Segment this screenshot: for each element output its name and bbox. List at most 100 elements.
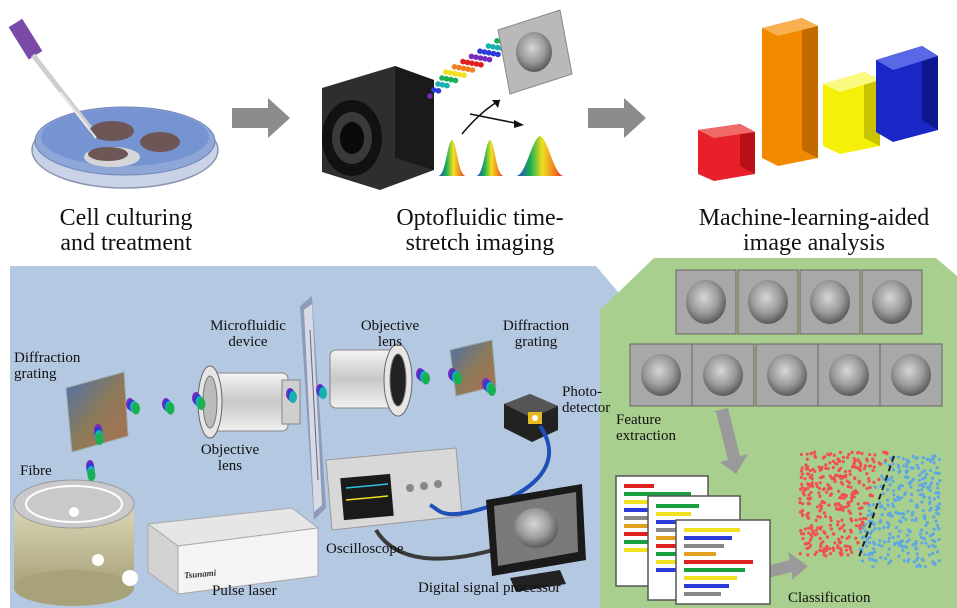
scatter-point-class-a <box>825 535 830 539</box>
scatter-point-class-a <box>838 540 843 544</box>
scatter-point-class-a <box>798 510 803 514</box>
scatter-point-class-a <box>813 552 817 557</box>
scatter-point-class-b <box>907 538 911 542</box>
scatter-point-class-b <box>925 457 929 461</box>
scatter-point-class-a <box>799 475 803 480</box>
scatter-point-class-b <box>919 528 924 532</box>
scatter-point-class-b <box>887 561 891 565</box>
scatter-point-class-b <box>867 503 871 507</box>
scatter-point-class-a <box>807 531 811 535</box>
scatter-point-class-a <box>828 461 832 465</box>
scatter-point-class-a <box>803 542 807 546</box>
scatter-point-class-a <box>798 552 802 556</box>
scatter-point-class-b <box>904 517 908 522</box>
scatter-point-class-b <box>918 483 922 487</box>
scatter-point-class-a <box>836 457 840 461</box>
scatter-point-class-b <box>911 543 915 547</box>
arrow-right-icon <box>232 98 290 138</box>
light-pulse-dot <box>443 69 449 75</box>
light-pulse-dot <box>448 76 454 83</box>
scatter-point-class-b <box>890 476 894 480</box>
scatter-point-class-a <box>815 532 819 536</box>
scatter-point-class-b <box>871 547 876 551</box>
scatter-point-class-b <box>936 486 940 490</box>
scatter-point-class-a <box>819 506 823 511</box>
scatter-point-class-a <box>826 483 830 487</box>
scatter-point-class-b <box>866 513 870 518</box>
scatter-point-class-a <box>810 477 814 481</box>
scatter-point-class-b <box>906 551 910 555</box>
cell-shape <box>829 354 869 396</box>
scatter-point-class-b <box>909 492 914 496</box>
scatter-point-class-a <box>803 527 807 531</box>
scatter-point-class-a <box>842 523 846 527</box>
scatter-point-class-b <box>928 496 932 500</box>
scatter-point-class-b <box>887 523 891 527</box>
scatter-point-class-a <box>826 466 830 471</box>
scatter-point-class-b <box>924 472 929 477</box>
scatter-point-class-b <box>903 492 907 497</box>
scatter-point-class-a <box>807 526 811 530</box>
light-pulse-dot <box>494 44 501 51</box>
scatter-point-class-b <box>907 460 911 464</box>
scatter-point-class-a <box>813 469 817 473</box>
scatter-point-class-a <box>800 486 804 490</box>
scatter-point-class-b <box>922 469 927 473</box>
scatter-point-class-b <box>920 488 924 492</box>
light-pulse-dot <box>486 56 493 63</box>
scatter-point-class-a <box>814 528 818 533</box>
scatter-point-class-b <box>865 544 869 548</box>
scatter-point-class-a <box>840 535 844 539</box>
scatter-point-class-b <box>883 556 888 561</box>
scatter-point-class-b <box>909 485 913 489</box>
scatter-point-class-b <box>908 480 913 484</box>
scatter-point-class-a <box>803 477 807 481</box>
label-pulse-laser: Pulse laser <box>212 583 277 599</box>
scatter-point-class-b <box>897 466 901 470</box>
scatter-point-class-b <box>880 474 884 478</box>
scatter-point-class-a <box>831 546 835 550</box>
scatter-point-class-b <box>906 509 910 513</box>
scatter-point-class-a <box>857 481 861 485</box>
feature-bar <box>656 504 699 508</box>
scatter-point-class-b <box>863 522 867 526</box>
scatter-point-class-a <box>868 452 872 457</box>
scatter-point-class-b <box>928 500 932 504</box>
scatter-point-class-b <box>912 560 916 564</box>
scatter-point-class-b <box>923 564 928 569</box>
scatter-point-class-b <box>932 527 936 531</box>
feature-bar <box>624 492 691 496</box>
scatter-point-class-a <box>840 518 844 522</box>
light-pulse-dot <box>465 66 471 72</box>
scatter-point-class-a <box>859 462 863 466</box>
microfluidic-device <box>300 296 326 520</box>
pulse-disc <box>319 387 327 399</box>
scatter-point-class-a <box>852 456 856 461</box>
optical-pulses <box>86 368 496 481</box>
signal-processor-monitor <box>486 484 586 592</box>
light-pulse-dot <box>427 93 433 99</box>
scatter-point-class-b <box>891 489 896 493</box>
scatter-point-class-a <box>800 472 804 476</box>
scatter-point-class-b <box>891 468 895 472</box>
scatter-point-class-b <box>931 551 935 555</box>
scatter-point-class-a <box>856 458 860 462</box>
scatter-point-class-a <box>805 513 809 517</box>
scatter-point-class-b <box>885 498 890 502</box>
light-pulse-dot <box>435 88 442 94</box>
scatter-point-class-b <box>902 558 906 563</box>
scatter-point-class-a <box>804 467 808 471</box>
scatter-point-class-a <box>829 492 833 496</box>
scatter-point-class-a <box>823 455 827 459</box>
scatter-point-class-a <box>831 477 835 481</box>
feature-bar <box>684 536 732 540</box>
scatter-point-class-b <box>915 456 919 460</box>
scatter-point-class-a <box>865 472 869 476</box>
label-line: lens <box>217 458 243 474</box>
label-microfluidic-device: Microfluidic device <box>208 318 288 350</box>
label-objective-lens-right: Objective lens <box>350 318 430 350</box>
scatter-point-class-a <box>871 457 875 461</box>
light-pulse-dot <box>456 71 463 78</box>
scatter-point-class-b <box>930 544 935 548</box>
scatter-point-class-a <box>806 487 810 491</box>
